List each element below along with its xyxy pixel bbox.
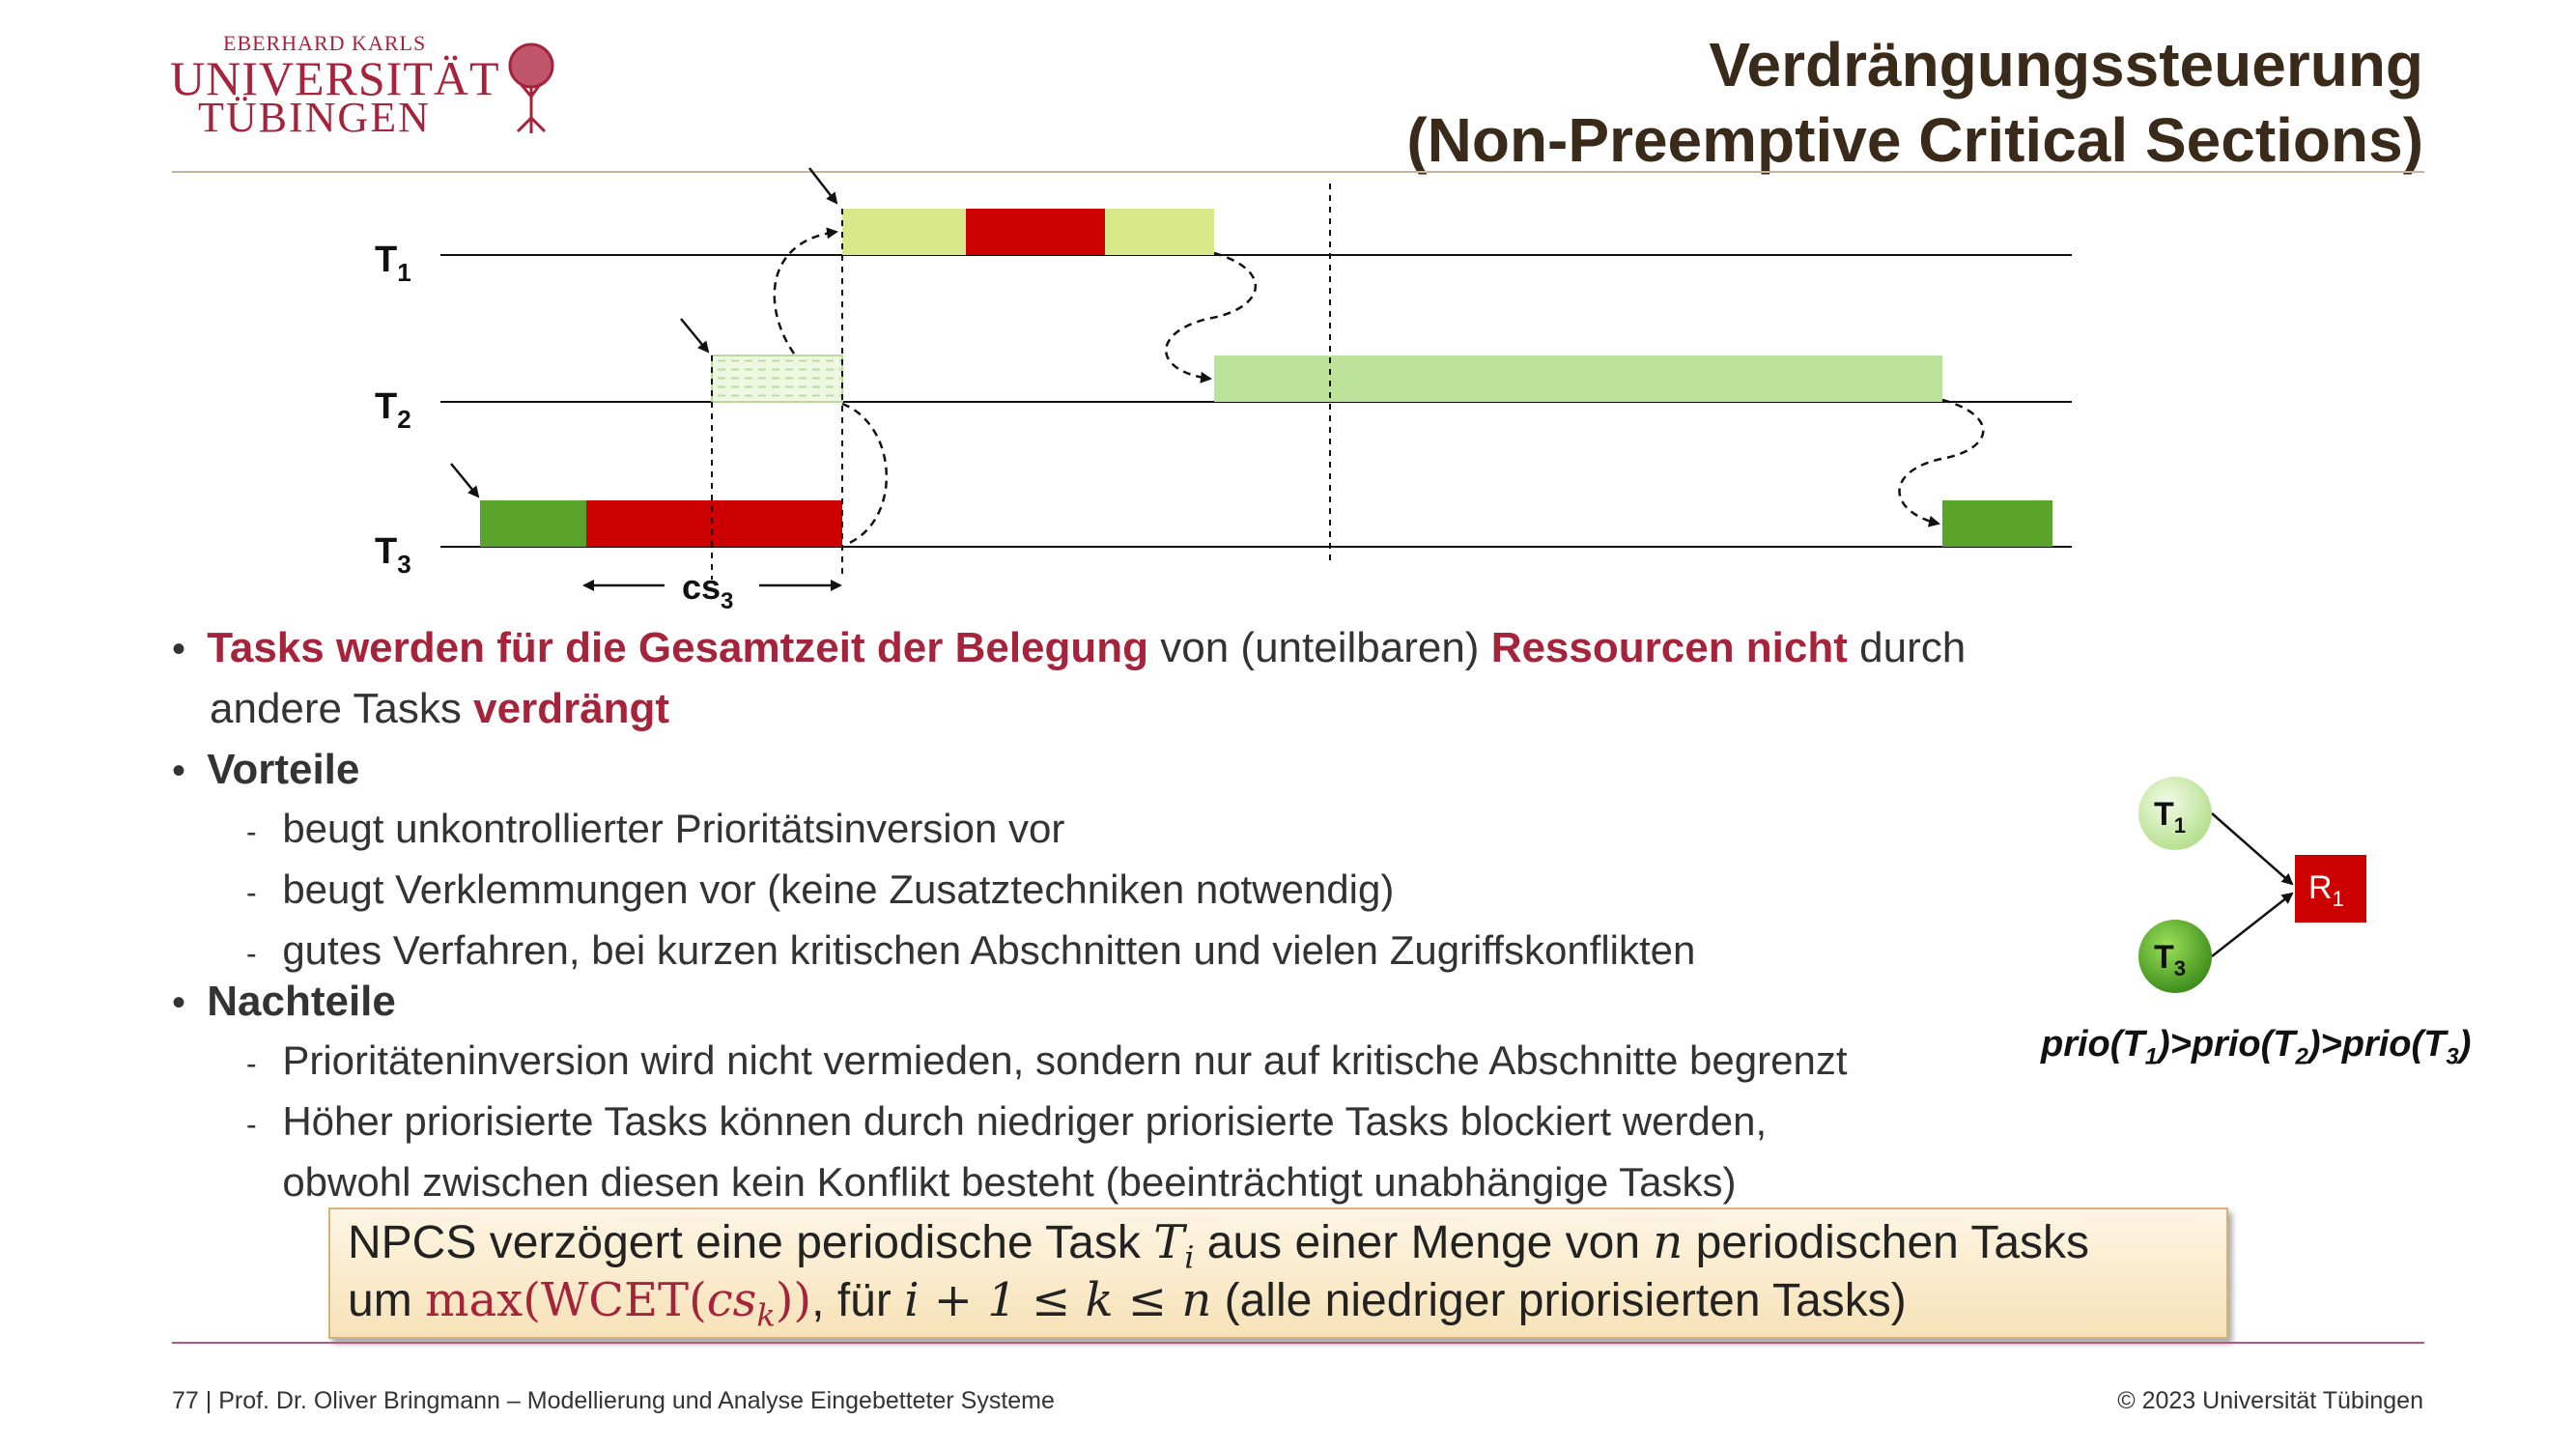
t3-critical-section-bar [586,500,842,547]
t1-critical-section-bar [966,209,1105,255]
edge-t3-to-r1 [2211,892,2294,957]
switch-curve-t1-to-t2 [1165,251,1258,384]
t3-normal-bar [480,500,586,547]
formula-inequality: i + 1 ≤ k ≤ n [904,1273,1212,1327]
edge-t1-to-r1 [2211,812,2294,886]
vorteile-list: - beugt unkontrollierter Prioritätsinver… [246,800,1695,982]
schedule-diagram: T1 T2 T3 cs3 [375,167,2072,614]
formula-ti: Ti [1153,1215,1195,1276]
vorteile-heading: Vorteile [207,746,360,793]
bullet-vorteile: • Vorteile [172,746,360,793]
list-item: - beugt Verklemmungen vor (keine Zusatzt… [246,867,1395,912]
footer-right: © 2023 Universität Tübingen [2117,1387,2423,1414]
nachteile-list: - Prioritäteninversion wird nicht vermie… [246,1032,1848,1214]
formula-n: n [1653,1215,1684,1269]
node-t3 [2138,920,2212,993]
switch-curve-t2-to-t3 [1898,398,1985,527]
t2-running-bar [1214,355,1942,402]
release-arrow-t1 [808,167,838,205]
cs3-label: cs3 [682,567,733,614]
node-r1 [2295,855,2366,923]
formula-cs: csk [706,1273,776,1334]
release-arrow-t3 [450,463,480,498]
t1-normal-bar-1 [842,209,966,255]
node-t3-label: T3 [2154,939,2186,980]
row-label-t1: T1 [375,240,411,287]
formula-max: max(WCET( [425,1273,707,1327]
node-t1-label: T1 [2154,796,2186,838]
footer-divider [172,1342,2424,1344]
slide-title: Verdrängungssteuerung (Non-Preemptive Cr… [1406,27,2423,178]
switch-curve-t3-to-t1-down [841,402,888,547]
title-line-1: Verdrängungssteuerung [1709,30,2423,99]
logo-city-text: TÜBINGEN [198,94,431,141]
bullet-main-highlight-3: verdrängt [473,685,670,732]
node-r1-label: R1 [2308,869,2344,911]
bullet-main-highlight-2: Ressourcen nicht [1490,624,1848,671]
resource-graph: T1 T3 R1 [2138,777,2366,993]
list-item: - obwohl zwischen diesen kein Konflikt b… [282,1159,1737,1205]
t3-resume-bar [1942,500,2052,547]
row-label-t2: T2 [375,386,411,434]
node-t1 [2138,777,2212,850]
bullet-main-text-3: andere Tasks [210,685,474,732]
header-divider [172,171,2424,173]
formula-line-2: um max(WCET(csk)), für i + 1 ≤ k ≤ n (al… [348,1273,1907,1334]
row-label-t3: T3 [375,531,411,579]
bullet-main-text-2: durch [1847,624,1967,671]
tree-logo-icon [508,43,554,133]
t2-blocked-bar [711,355,843,403]
bullet-main-text-1: von (unteilbaren) [1148,624,1491,671]
list-item: - Prioritäteninversion wird nicht vermie… [246,1037,1848,1083]
release-arrow-t2 [680,318,710,354]
priority-order: prio(T1)>prio(T2)>prio(T3) [2041,1024,2472,1070]
list-item: - gutes Verfahren, bei kurzen kritischen… [246,927,1696,973]
bullet-dot: • [172,628,208,670]
bullet-main: • Tasks werden für die Gesamtzeit der Be… [172,618,1966,739]
logo-university-text: UNIVERSITÄT [170,51,500,105]
list-item: - Höher priorisierte Tasks können durch … [246,1098,1768,1144]
t1-normal-bar-2 [1105,209,1214,255]
switch-curve-to-t1 [773,227,838,355]
footer-left: 77 | Prof. Dr. Oliver Bringmann – Modell… [172,1387,1055,1414]
bullet-nachteile: • Nachteile [172,978,396,1025]
list-item: - beugt unkontrollierter Prioritätsinver… [246,806,1065,851]
npcs-formula-box: NPCS verzögert eine periodische Task Ti … [328,1208,2228,1339]
nachteile-heading: Nachteile [207,978,396,1025]
logo-top-text: EBERHARD KARLS [223,31,427,55]
title-line-2: (Non-Preemptive Critical Sections) [1406,105,2423,175]
formula-line-1: NPCS verzögert eine periodische Task Ti … [348,1215,2090,1276]
bullet-main-highlight-1: Tasks werden für die Gesamtzeit der Bele… [207,624,1149,671]
